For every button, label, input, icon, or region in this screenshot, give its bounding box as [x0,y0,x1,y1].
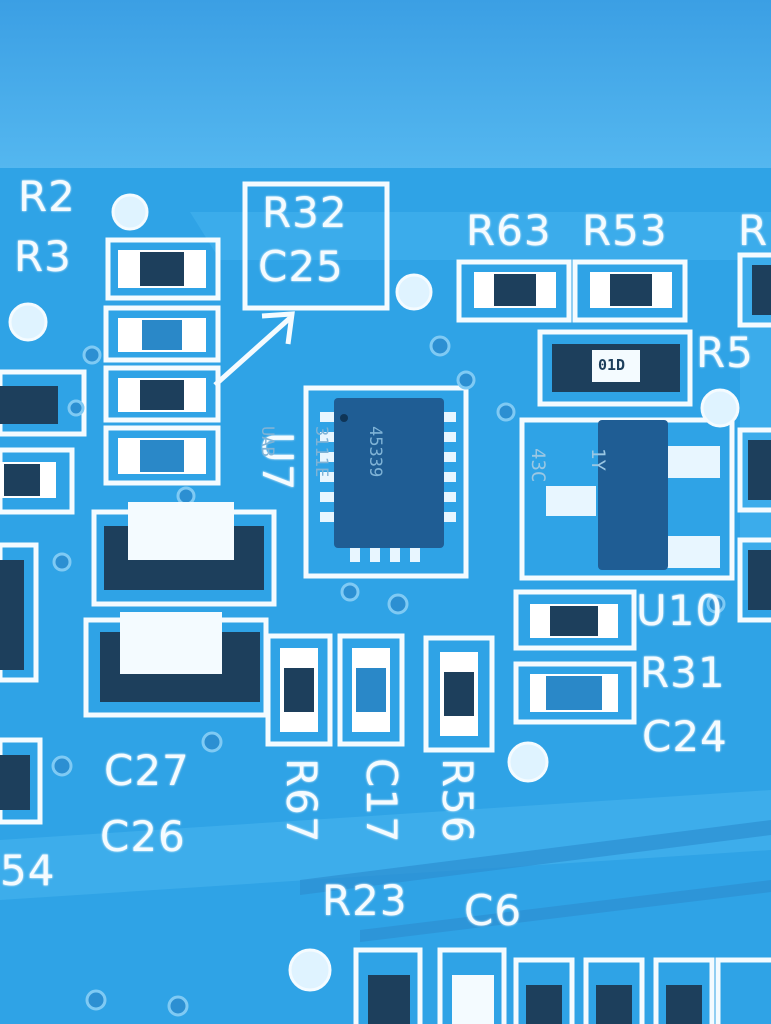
label-r2: R2 [18,172,76,221]
label-r67: R67 [277,758,326,844]
label-u10: U10 [636,586,724,635]
label-54-partial: 54 [0,846,56,895]
label-r3: R3 [14,232,72,281]
smd-components [0,250,771,1024]
label-c24: C24 [642,712,728,761]
label-r32: R32 [262,188,348,237]
label-c17: C17 [357,758,406,844]
label-r31: R31 [640,648,726,697]
chip-u7-marking: 45339 3111E UAB [240,426,420,477]
resistor-code: 01D [598,356,626,374]
label-r56: R56 [433,758,482,844]
chip-u7-line3: UAB [257,426,277,457]
label-c26: C26 [100,812,186,861]
chip-u10-marking: 1Y 43C [508,448,648,482]
label-c25: C25 [258,242,344,291]
desk-surface [0,0,771,175]
label-r53: R53 [582,206,668,255]
chip-u7-line1: 45339 [365,426,385,478]
label-c6: C6 [464,886,523,935]
chip-u10 [546,420,720,570]
chip-u10-line2: 43C [527,448,549,483]
label-c27: C27 [104,746,190,795]
chip-u10-line1: 1Y [587,448,609,471]
label-r-partial: R [738,206,769,255]
chip-u7-line2: 3111E [311,426,331,478]
label-r63: R63 [466,206,552,255]
label-r23: R23 [322,876,408,925]
chip-u7 [320,398,456,562]
label-r5-partial: R5 [696,328,754,377]
